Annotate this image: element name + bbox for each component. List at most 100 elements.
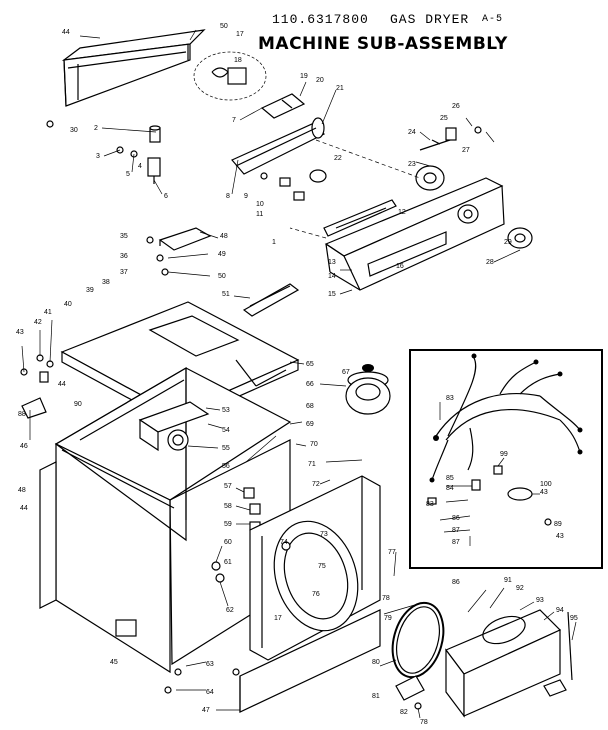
callout-79: 79 xyxy=(384,615,392,622)
callout-80: 80 xyxy=(372,659,380,666)
callout-83b: 83 xyxy=(426,501,434,508)
callout-43: 43 xyxy=(16,329,24,336)
callout-51: 50 xyxy=(218,273,226,280)
callout-29: 29 xyxy=(504,239,512,246)
callout-39: 39 xyxy=(86,287,94,294)
callout-62: 62 xyxy=(226,607,234,614)
callout-23: 23 xyxy=(408,161,416,168)
callout-59: 59 xyxy=(224,521,232,528)
callout-56: 56 xyxy=(222,463,230,470)
callout-89: 89 xyxy=(554,521,562,528)
part-hinge xyxy=(242,283,300,317)
callout-88: 88 xyxy=(18,411,26,418)
callout-24: 24 xyxy=(408,129,416,136)
callout-55: 55 xyxy=(222,445,230,452)
callout-35: 35 xyxy=(120,233,128,240)
callout-20: 20 xyxy=(316,77,324,84)
part-console xyxy=(323,177,505,291)
callout-11: 11 xyxy=(256,211,263,218)
callout-7: 7 xyxy=(232,117,236,124)
callout-84: 84 xyxy=(446,485,454,492)
callout-82: 82 xyxy=(400,709,408,716)
callout-87: 87 xyxy=(452,527,460,534)
callout-94: 94 xyxy=(556,607,564,614)
callout-46: 46 xyxy=(20,443,28,450)
callout-77: 77 xyxy=(388,549,396,556)
callout-100: 100 xyxy=(540,481,552,488)
callout-15: 15 xyxy=(328,291,336,298)
callout-1: 1 xyxy=(272,239,276,246)
callout-70: 70 xyxy=(310,441,318,448)
callout-73: 73 xyxy=(320,531,328,538)
part-knob-right xyxy=(507,227,533,249)
callout-3: 3 xyxy=(96,153,100,160)
callout-75: 75 xyxy=(318,563,326,570)
callout-21: 21 xyxy=(336,85,344,92)
diagram-title: MACHINE SUB-ASSEMBLY xyxy=(258,34,508,54)
part-kick-panel xyxy=(239,609,381,713)
callout-74: 74 xyxy=(280,539,288,546)
part-cover xyxy=(158,227,212,251)
callout-44b: 44 xyxy=(58,381,66,388)
callout-40: 40 xyxy=(64,301,72,308)
callout-45: 45 xyxy=(110,659,118,666)
callout-22: 22 xyxy=(334,155,342,162)
callout-99: 99 xyxy=(500,451,508,458)
callout-10: 10 xyxy=(256,201,264,208)
callout-91: 91 xyxy=(504,577,512,584)
part-front-panel xyxy=(249,475,381,661)
callout-81: 81 xyxy=(372,693,380,700)
callout-52: 51 xyxy=(222,291,230,298)
callout-12: 12 xyxy=(398,209,406,216)
callout-17: 17 xyxy=(236,31,244,38)
model-number: 110.6317800 xyxy=(272,12,369,27)
product-name: GAS DRYER xyxy=(390,12,470,27)
callout-16: 16 xyxy=(396,263,404,270)
callout-50: 49 xyxy=(218,251,226,258)
callout-5: 5 xyxy=(126,171,130,178)
callout-44c: 44 xyxy=(20,505,28,512)
callout-58: 58 xyxy=(224,503,232,510)
callout-36: 36 xyxy=(120,253,128,260)
part-cylinder xyxy=(231,117,326,175)
callout-95: 95 xyxy=(570,615,578,622)
callout-9: 9 xyxy=(244,193,248,200)
callout-27: 27 xyxy=(462,147,470,154)
callout-18: 18 xyxy=(234,57,242,64)
callout-90: 90 xyxy=(74,401,82,408)
wiring-harness-box xyxy=(409,349,603,569)
callout-25: 25 xyxy=(440,115,448,122)
callout-4: 4 xyxy=(138,163,142,170)
callout-57: 57 xyxy=(224,483,232,490)
callout-72: 72 xyxy=(312,481,320,488)
callout-49: 48 xyxy=(220,233,228,240)
part-top-rear-panel xyxy=(61,29,206,107)
callout-71: 71 xyxy=(308,461,316,468)
part-bracket xyxy=(260,93,306,119)
callout-30: 30 xyxy=(70,127,78,134)
callout-34: 38 xyxy=(102,279,110,286)
callout-17b: 17 xyxy=(274,615,282,622)
callout-78: 78 xyxy=(382,595,390,602)
part-burner xyxy=(138,401,210,452)
callout-66: 66 xyxy=(306,381,314,388)
callout-48: 48 xyxy=(18,487,26,494)
part-knobs xyxy=(260,169,327,201)
callout-8: 8 xyxy=(226,193,230,200)
callout-78b: 78 xyxy=(420,719,428,726)
callout-37: 37 xyxy=(120,269,128,276)
callout-86b: 86 xyxy=(452,515,460,522)
callout-69: 69 xyxy=(306,421,314,428)
part-switch xyxy=(419,126,482,151)
part-timer xyxy=(415,139,445,191)
callout-44a: 44 xyxy=(62,29,70,36)
callout-67: 67 xyxy=(342,369,350,376)
leader-lines xyxy=(21,29,577,719)
callout-53: 53 xyxy=(222,407,230,414)
callout-43b: 43 xyxy=(540,489,548,496)
callout-41: 41 xyxy=(44,309,52,316)
callout-83: 83 xyxy=(446,395,454,402)
callout-43c: 43 xyxy=(556,533,564,540)
